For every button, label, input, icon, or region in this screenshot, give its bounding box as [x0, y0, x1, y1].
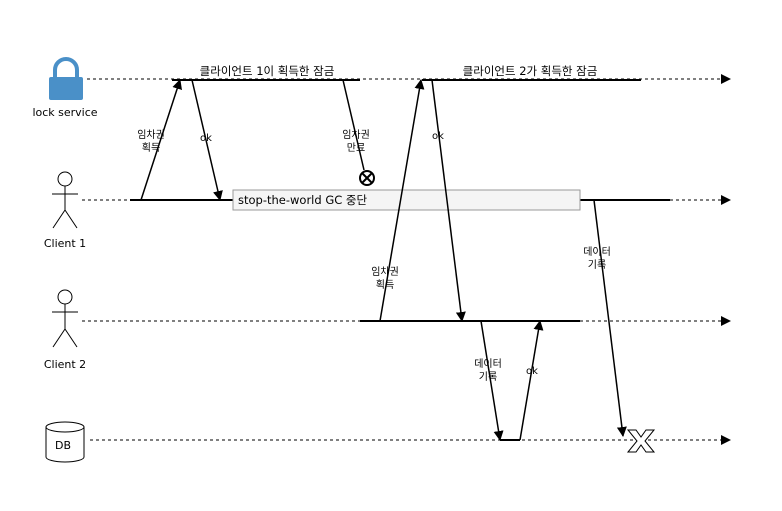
c1-ok-arrow — [191, 79, 223, 201]
client2-person-icon — [52, 289, 78, 348]
db-ok-arrow — [519, 320, 544, 441]
c1-acquire-label-line1: 임차권 — [137, 128, 165, 141]
rejected-x-icon — [626, 429, 656, 453]
c2-write-label-line1: 데이터 — [474, 358, 502, 370]
c2-ok-label: ok — [432, 131, 444, 142]
c1-ok-label: ok — [200, 133, 212, 144]
lock-service-label: lock service — [32, 106, 97, 119]
c2-write-arrow — [480, 320, 504, 441]
c1-write-arrow — [593, 199, 627, 437]
client1-label: Client 1 — [44, 237, 86, 250]
c2-acquire-label-line1: 임차권 — [371, 265, 399, 278]
c2-acquire-arrow — [379, 79, 425, 322]
client1-person-icon — [52, 171, 78, 229]
lease-expired-line — [342, 79, 365, 171]
db-ok-label: ok — [526, 366, 538, 377]
gc-pause-box — [232, 189, 581, 211]
c1-acquire-arrow — [140, 79, 182, 201]
c1-write-label-line2: 기록 — [588, 259, 606, 271]
lease-expired-label-line1: 임차권 — [342, 128, 370, 141]
c2-ok-arrow — [431, 79, 466, 322]
gc-pause-label: stop-the-world GC 중단 — [238, 193, 368, 207]
lease-expired-label-line2: 만료 — [347, 142, 365, 154]
lease-expired-icon — [359, 170, 375, 186]
c1-write-label-line1: 데이터 — [583, 246, 611, 258]
database-icon — [45, 421, 85, 463]
client2-label: Client 2 — [44, 358, 86, 371]
client1-lock-label: 클라이언트 1이 획득한 잠금 — [200, 64, 335, 78]
c1-acquire-label-line2: 획득 — [142, 142, 160, 154]
db-label: DB — [55, 439, 71, 452]
lock-icon — [49, 57, 83, 100]
client2-lock-label: 클라이언트 2가 획득한 잠금 — [463, 64, 598, 78]
c2-acquire-label-line2: 획득 — [376, 279, 394, 291]
c2-write-label-line2: 기록 — [479, 371, 497, 383]
